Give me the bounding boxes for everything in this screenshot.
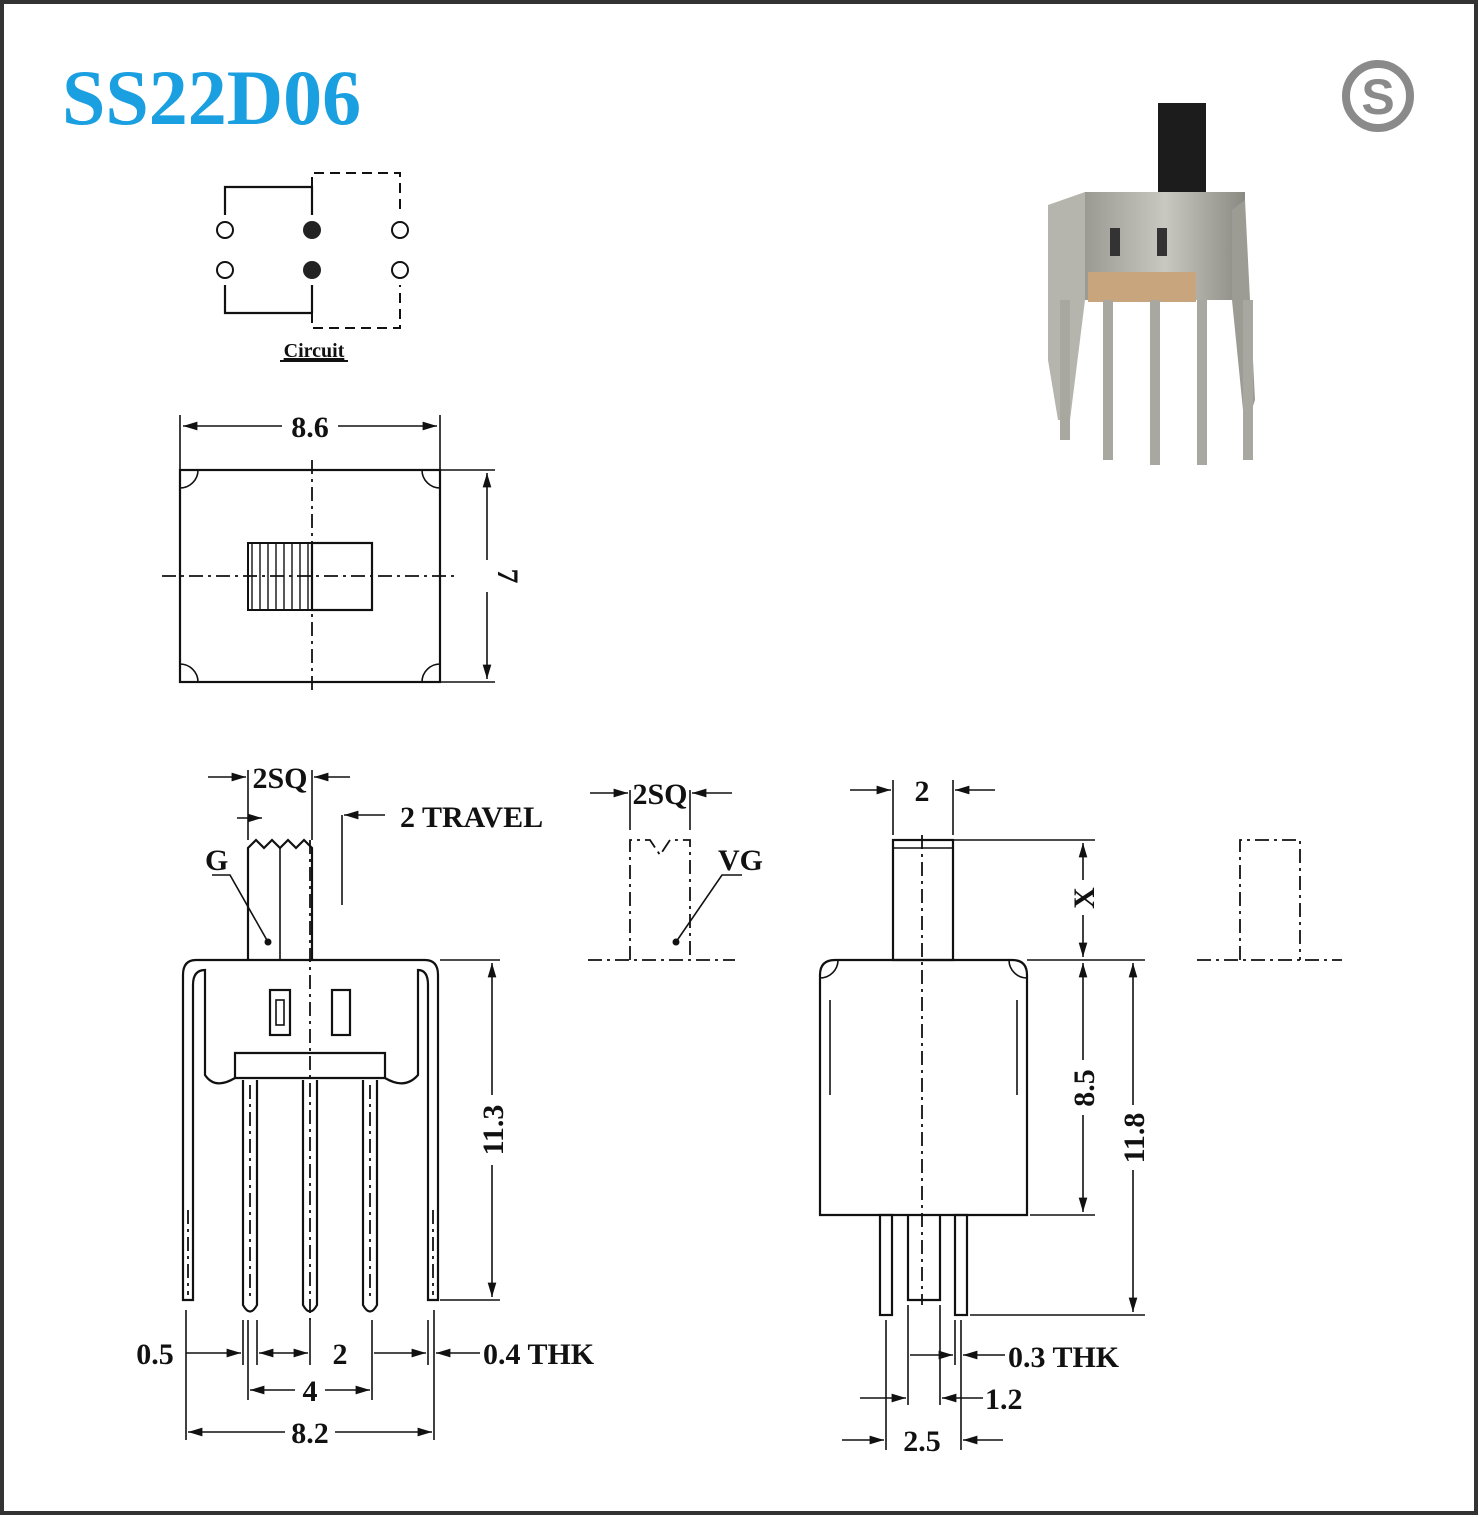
- actuator-size-dim: 2SQ: [252, 762, 307, 795]
- circuit-diagram: Circuit: [216, 172, 409, 362]
- circuit-label: Circuit: [284, 340, 345, 362]
- part-number-title: SS22D06: [62, 54, 361, 141]
- side-view: 2SQ 2 TRAVEL G 11.3 0.5 2 0.4 THK 4 8.2: [136, 762, 595, 1450]
- top-height-dim: 7: [491, 569, 524, 584]
- alt-actuator-view: 2SQ VG: [588, 778, 763, 961]
- top-width-dim: 8.6: [291, 411, 329, 444]
- pin-span-dim: 4: [303, 1375, 318, 1408]
- logo-letter: S: [1361, 69, 1394, 125]
- end-view: 2 X 8.5 11.8 0.3 THK 1.2 2.5: [818, 775, 1151, 1458]
- product-photo: [1048, 103, 1255, 465]
- side-thickness-dim: 0.4 THK: [483, 1338, 595, 1371]
- pin-offset-dim: 0.5: [136, 1338, 174, 1371]
- top-view: 8.6 7: [162, 411, 524, 695]
- vg-label: VG: [718, 844, 763, 877]
- pin-pitch-dim: 2: [333, 1338, 348, 1371]
- body-height-dim: 8.5: [1068, 1069, 1101, 1107]
- grip-label: G: [205, 844, 228, 877]
- alt-actuator-size-dim: 2SQ: [632, 778, 687, 811]
- total-width-dim: 8.2: [291, 1417, 329, 1450]
- brand-logo: S: [1342, 60, 1414, 132]
- side-height-dim: 11.3: [477, 1105, 510, 1156]
- end-actuator-width-dim: 2: [915, 775, 930, 808]
- alt-end-actuator-view: [1197, 839, 1342, 961]
- pin-spacing-dim: 2.5: [903, 1425, 941, 1458]
- total-height-dim: 11.8: [1118, 1113, 1151, 1164]
- actuator-height-dim: X: [1068, 887, 1101, 909]
- tab-offset-dim: 1.2: [985, 1383, 1023, 1416]
- travel-dim: 2 TRAVEL: [400, 801, 543, 834]
- end-thickness-dim: 0.3 THK: [1008, 1341, 1120, 1374]
